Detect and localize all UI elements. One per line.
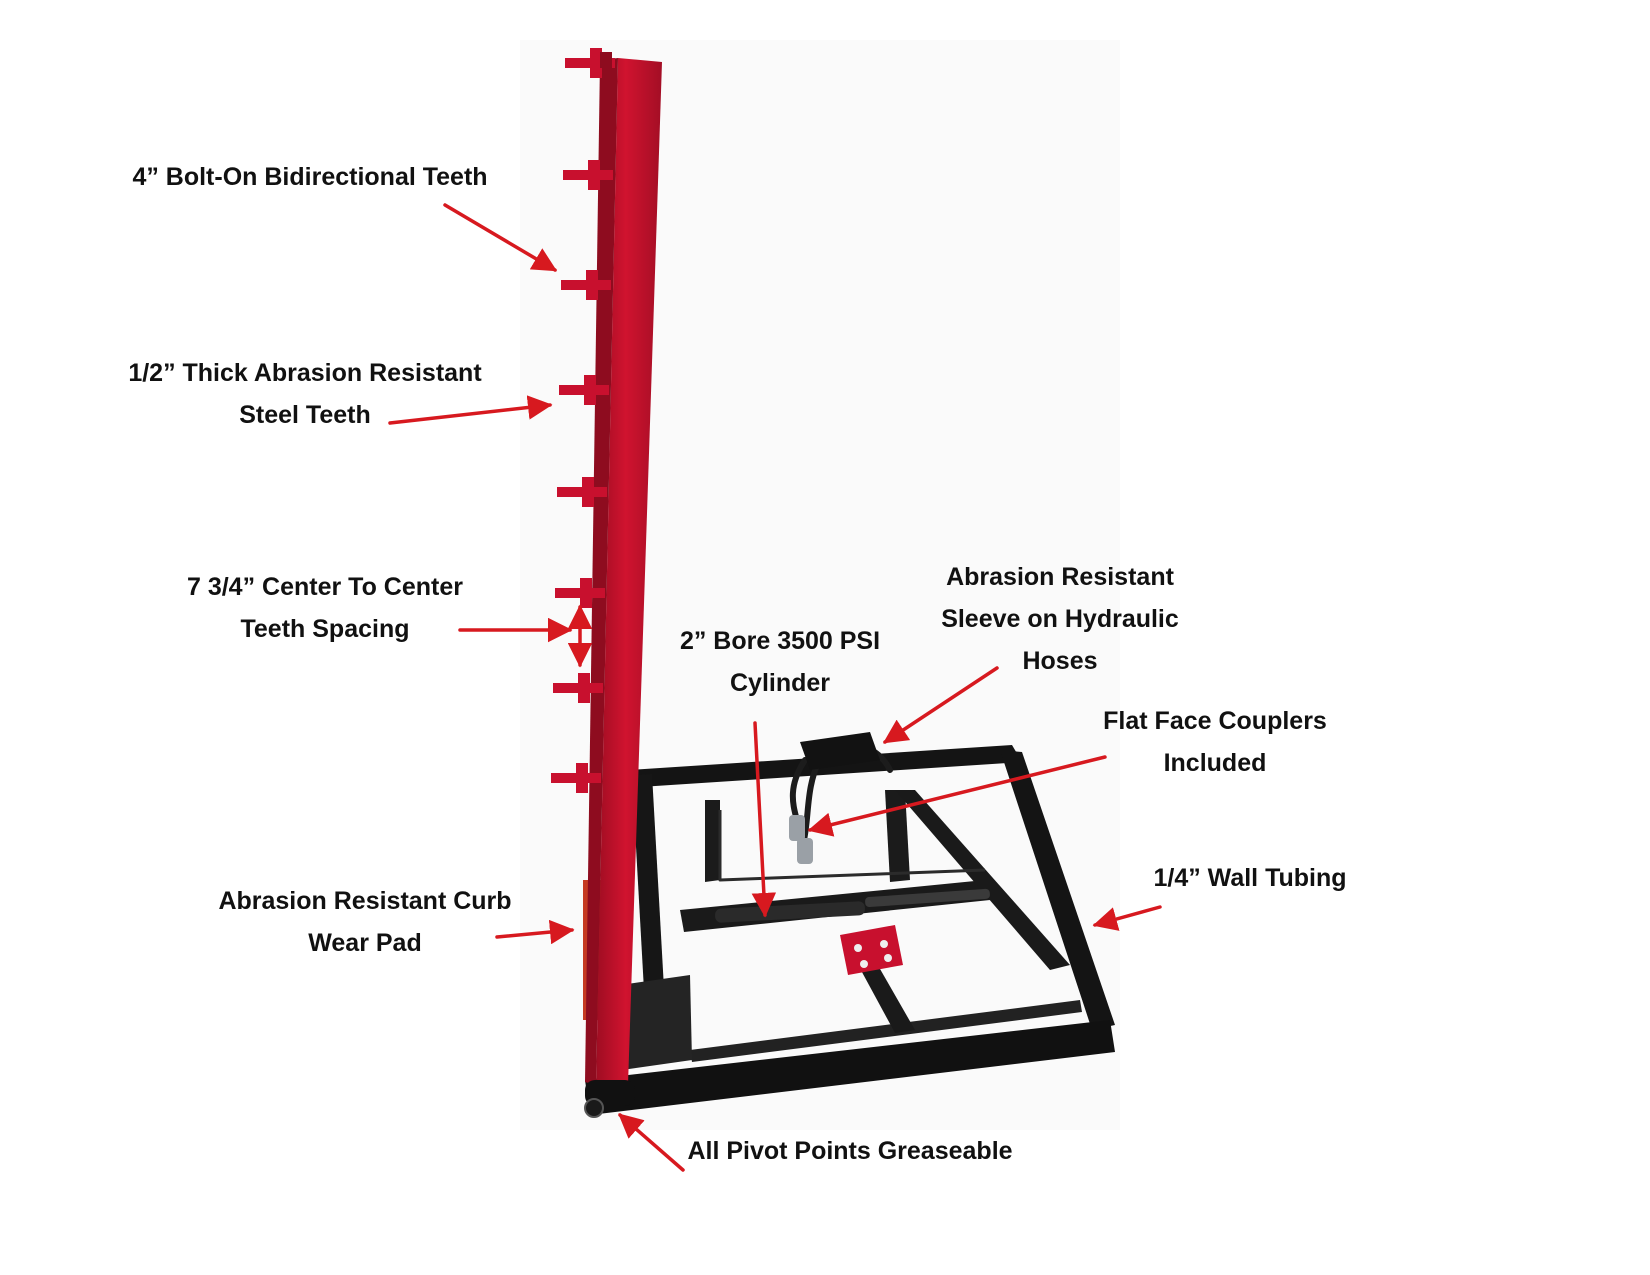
callout-line: 1/2” Thick Abrasion Resistant bbox=[128, 359, 482, 387]
arrow-hose-sleeve bbox=[882, 666, 999, 744]
arrow-tubing bbox=[1092, 905, 1162, 931]
callout-line: Flat Face Couplers bbox=[1103, 707, 1327, 735]
callout-arrows bbox=[388, 203, 1162, 1172]
callout-line: Abrasion Resistant bbox=[946, 563, 1174, 591]
tooth-3 bbox=[561, 270, 611, 300]
flat-face-couplers bbox=[789, 815, 813, 864]
blade bbox=[583, 58, 662, 1118]
callout-hose-sleeve: Abrasion Resistant Sleeve on Hydraulic H… bbox=[920, 556, 1200, 682]
arrow-cylinder bbox=[751, 721, 777, 918]
callout-tubing: 1/4” Wall Tubing bbox=[1135, 857, 1365, 899]
frame-floor-plate bbox=[620, 975, 692, 1070]
callout-pivots: All Pivot Points Greaseable bbox=[680, 1130, 1020, 1172]
callout-line: 2” Bore 3500 PSI bbox=[679, 627, 881, 655]
pivot-grease-point bbox=[584, 1098, 604, 1118]
arrow-teeth-thickness bbox=[388, 395, 553, 425]
frame-front-bar bbox=[585, 1020, 1115, 1115]
callout-line: Sleeve on Hydraulic bbox=[941, 605, 1179, 633]
callout-teeth-spacing: 7 3/4” Center To Center Teeth Spacing bbox=[160, 566, 490, 650]
callout-cylinder: 2” Bore 3500 PSI Cylinder bbox=[660, 620, 900, 704]
frame-lower-rail bbox=[690, 1000, 1082, 1062]
callout-line: 4” Bolt-On Bidirectional Teeth bbox=[132, 163, 488, 191]
arrow-pivots bbox=[618, 1113, 685, 1172]
callout-line: 7 3/4” Center To Center bbox=[186, 573, 463, 601]
tooth-8 bbox=[551, 763, 601, 793]
callout-line: 1/4” Wall Tubing bbox=[1153, 864, 1347, 892]
blade-teeth bbox=[551, 48, 615, 793]
callout-line: Included bbox=[1163, 749, 1267, 777]
tooth-4 bbox=[559, 375, 609, 405]
frame-inner-outline bbox=[718, 810, 986, 882]
frame-diagonal-brace bbox=[895, 790, 1070, 970]
callout-teeth-thickness: 1/2” Thick Abrasion Resistant Steel Teet… bbox=[110, 352, 500, 436]
arrow-wear-pad bbox=[495, 919, 575, 945]
callout-line: Cylinder bbox=[729, 669, 831, 697]
callout-line: Wear Pad bbox=[308, 929, 422, 957]
frame-right-side bbox=[1000, 750, 1115, 1030]
hose-sleeve bbox=[800, 732, 880, 770]
callout-line: Hoses bbox=[1022, 647, 1098, 675]
callout-wear-pad: Abrasion Resistant Curb Wear Pad bbox=[200, 880, 530, 964]
tooth-7 bbox=[553, 673, 603, 703]
arrow-couplers bbox=[807, 755, 1107, 837]
tooth-5 bbox=[557, 477, 607, 507]
frame-inner-post-left bbox=[705, 800, 720, 882]
arrow-teeth-bolt-on bbox=[443, 203, 558, 272]
tooth-2 bbox=[563, 160, 613, 190]
callout-line: Steel Teeth bbox=[239, 401, 371, 429]
frame-inner-post-right bbox=[885, 790, 910, 882]
tooth-1 bbox=[565, 48, 615, 78]
callout-line: Teeth Spacing bbox=[240, 615, 410, 643]
mount-plate bbox=[840, 925, 903, 975]
callout-line: Abrasion Resistant Curb bbox=[218, 887, 512, 915]
callout-line: All Pivot Points Greaseable bbox=[687, 1137, 1013, 1165]
callout-teeth-bolt-on: 4” Bolt-On Bidirectional Teeth bbox=[110, 156, 510, 198]
callout-couplers: Flat Face Couplers Included bbox=[1085, 700, 1345, 784]
tooth-6 bbox=[555, 578, 605, 608]
blade-edge bbox=[585, 58, 618, 1085]
